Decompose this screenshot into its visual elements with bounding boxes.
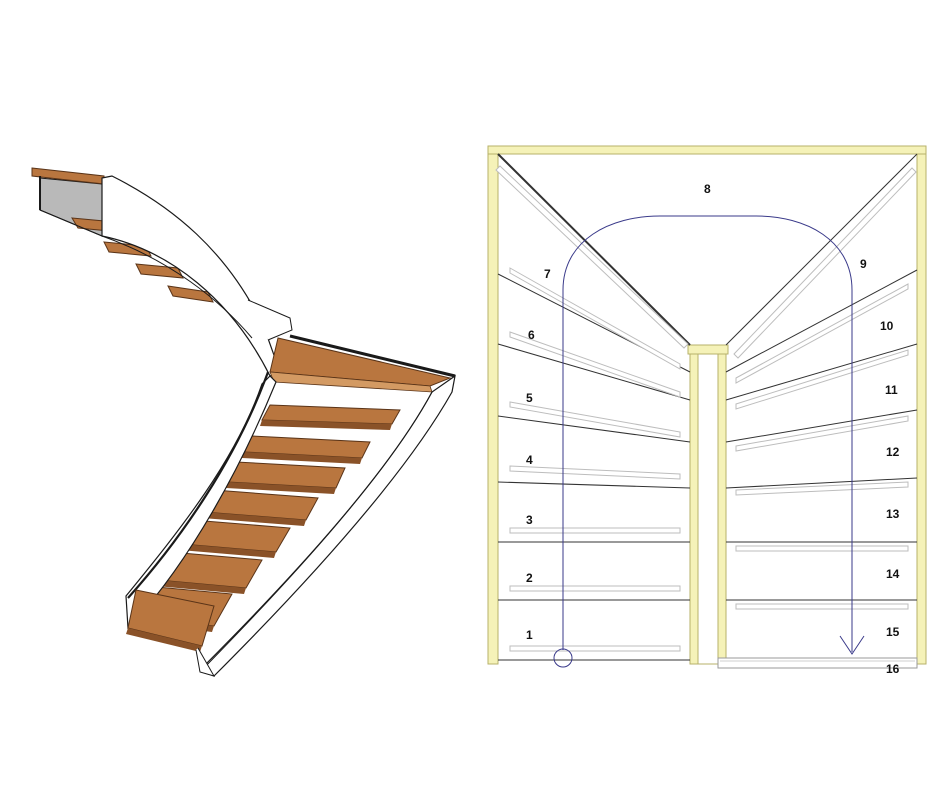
step-number: 10 bbox=[880, 319, 894, 333]
step-number: 16 bbox=[886, 662, 900, 676]
right-wall bbox=[916, 145, 927, 665]
winder-landing bbox=[269, 334, 456, 393]
upper-stringer bbox=[39, 175, 293, 377]
right-flight-nosings bbox=[717, 167, 918, 669]
step-number: 14 bbox=[886, 567, 900, 581]
step-number: 4 bbox=[526, 453, 533, 467]
step-numbers: 1 2 3 4 5 6 7 8 9 10 11 12 13 14 15 16 bbox=[526, 182, 900, 676]
step-number: 9 bbox=[860, 257, 867, 271]
right-flight-treads bbox=[725, 153, 918, 601]
step-number: 2 bbox=[526, 571, 533, 585]
step-number: 15 bbox=[886, 625, 900, 639]
step-number: 5 bbox=[526, 391, 533, 405]
step-number: 12 bbox=[886, 445, 900, 459]
walkline-start-circle bbox=[553, 648, 573, 668]
left-flight-nosings bbox=[495, 165, 689, 652]
walkline bbox=[553, 215, 865, 668]
step-number: 13 bbox=[886, 507, 900, 521]
step-number: 3 bbox=[526, 513, 533, 527]
left-wall bbox=[487, 145, 499, 665]
bottom-tread bbox=[126, 589, 216, 677]
step-number: 11 bbox=[885, 383, 898, 397]
stair-plan-view: 1 2 3 4 5 6 7 8 9 10 11 12 13 14 15 16 bbox=[487, 145, 927, 676]
top-wall bbox=[487, 145, 927, 155]
lower-flight-treads bbox=[132, 404, 401, 632]
walkline-end-arrow bbox=[839, 635, 865, 655]
step-number: 1 bbox=[526, 628, 533, 642]
step-number: 6 bbox=[528, 328, 535, 342]
step-number: 8 bbox=[704, 182, 711, 196]
stair-3d-view bbox=[31, 167, 456, 677]
step-number: 7 bbox=[544, 267, 551, 281]
